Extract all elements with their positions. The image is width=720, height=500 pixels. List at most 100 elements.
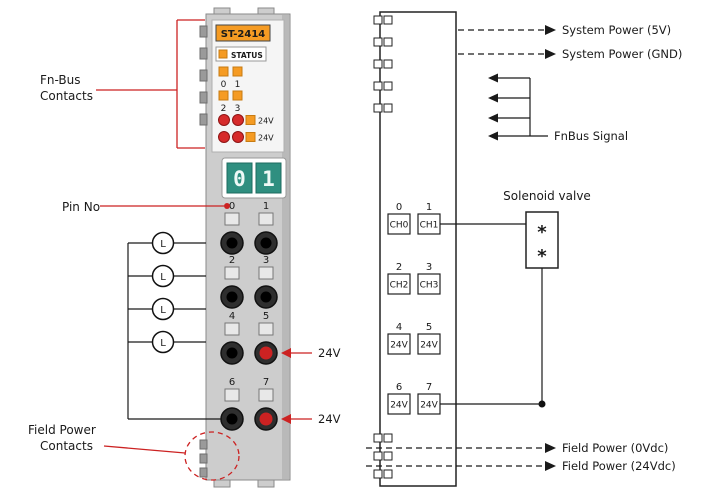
schematic-pin-box-6 — [387, 393, 411, 415]
led-number: 2 — [221, 104, 227, 114]
module-bottom-tab — [257, 479, 275, 488]
valve-mark: * — [537, 246, 547, 267]
terminal-release-slot — [258, 388, 274, 402]
module-pin-number-0: 0 — [229, 201, 235, 212]
led-block: 0 1 2 3 24V 24V — [218, 66, 274, 143]
load-label: L — [160, 239, 166, 250]
power-led-square-icon — [245, 132, 256, 142]
module-pin-number-1: 1 — [263, 201, 269, 212]
io-module: ST-2414 STATUS 0 1 2 3 24V 24V — [184, 7, 341, 488]
schematic-pin-grid: 0 1 CH0 CH1 2 3 CH2 CH3 4 5 24V 24V 6 7 … — [387, 202, 441, 415]
valve-wiring — [440, 223, 546, 408]
schematic-pin-label-1: CH1 — [420, 221, 439, 231]
terminal-release-slot — [258, 266, 274, 280]
module-pin-number-5: 5 — [263, 311, 269, 322]
terminal-hole-24v-center — [259, 412, 273, 426]
field-power-label-line2: Contacts — [40, 439, 93, 453]
fnbus-contact-pads — [199, 25, 208, 126]
field-power-24vdc-label: Field Power (24Vdc) — [562, 459, 676, 473]
terminal-release-slot — [224, 266, 240, 280]
module-pin-number-3: 3 — [263, 255, 269, 266]
power-led-icon — [232, 131, 244, 143]
status-label: STATUS — [231, 51, 263, 60]
solenoid-valve: Solenoid valve * * — [503, 189, 591, 269]
led-24v-label: 24V — [258, 117, 274, 126]
terminal-hole-center — [226, 413, 238, 425]
status-indicator: STATUS — [215, 46, 267, 62]
module-body-shade — [282, 15, 289, 479]
system-power-gnd-label: System Power (GND) — [562, 47, 682, 61]
terminal-hole-24v-center — [259, 346, 273, 360]
power-led-square-icon — [245, 115, 256, 125]
system-power-gnd-line: System Power (GND) — [458, 47, 682, 61]
channel-led-icon — [232, 66, 243, 77]
schematic-pin-box-5 — [417, 333, 441, 355]
schematic-fnbus-teeth — [373, 15, 393, 113]
module-24v-arrow-label: 24V — [318, 346, 341, 360]
led-24v-label: 24V — [258, 134, 274, 143]
terminal-hole-center — [226, 291, 238, 303]
load-symbol — [151, 231, 175, 255]
schematic-pin-label-6: 24V — [390, 401, 408, 411]
arrow-left-icon — [488, 93, 498, 103]
schematic-pin-label-7: 24V — [420, 401, 438, 411]
terminal-hole-center — [260, 237, 272, 249]
led-number: 0 — [221, 80, 227, 90]
field-power-annotation: Field Power Contacts — [28, 423, 186, 454]
module-pin-number-6: 6 — [229, 377, 235, 388]
schematic-pin-box-0 — [387, 213, 411, 235]
field-power-0vdc-label: Field Power (0Vdc) — [562, 441, 668, 455]
display-digit: 1 — [262, 167, 275, 191]
field-power-highlight-ellipse — [184, 431, 240, 481]
load-symbol — [151, 330, 175, 354]
load-label: L — [160, 272, 166, 283]
schematic-pin-label-2: CH2 — [390, 281, 409, 291]
load-label: L — [160, 305, 166, 316]
led-number: 3 — [235, 104, 241, 114]
schematic-pin-label-3: CH3 — [420, 281, 439, 291]
field-power-24vdc-line: Field Power (24Vdc) — [366, 459, 676, 473]
module-pin-number-4: 4 — [229, 311, 235, 322]
module-24v-arrows: 24V 24V — [281, 346, 341, 426]
arrow-left-icon — [281, 414, 291, 424]
arrow-left-icon — [488, 131, 498, 141]
fnbus-contacts-label-line2: Contacts — [40, 89, 93, 103]
schematic: System Power (5V) System Power (GND) FnB… — [366, 11, 682, 487]
arrow-right-icon — [545, 443, 556, 453]
schematic-pin-label-4: 24V — [390, 341, 408, 351]
load-symbol — [151, 264, 175, 288]
schematic-pin-number-7: 7 — [426, 382, 432, 393]
terminal-hole-center — [226, 237, 238, 249]
arrow-left-icon — [488, 73, 498, 83]
display-digit: 0 — [233, 167, 246, 191]
channel-led-icon — [232, 90, 243, 101]
schematic-pin-box-2 — [387, 273, 411, 295]
schematic-pin-number-0: 0 — [396, 202, 402, 213]
terminal-block: 0 1 2 3 4 5 6 — [220, 201, 278, 431]
schematic-outline — [379, 11, 457, 487]
module-24v-arrow-label: 24V — [318, 412, 341, 426]
schematic-pin-box-3 — [417, 273, 441, 295]
channel-led-icon — [218, 66, 229, 77]
module-pin-number-2: 2 — [229, 255, 235, 266]
load-wiring: L L L L — [127, 231, 221, 420]
module-model-label: ST-2414 — [221, 29, 266, 40]
field-power-label-line1: Field Power — [28, 423, 96, 437]
arrow-right-icon — [545, 49, 556, 59]
arrow-left-icon — [281, 348, 291, 358]
fnbus-signal-lines: FnBus Signal — [488, 73, 628, 143]
module-pin-number-7: 7 — [263, 377, 269, 388]
segment-display: 0 1 — [221, 157, 287, 199]
module-bottom-tab — [213, 479, 231, 488]
arrow-right-icon — [545, 461, 556, 471]
fnbus-contacts-label-line1: Fn-Bus — [40, 73, 81, 87]
system-power-5v-label: System Power (5V) — [562, 23, 671, 37]
arrow-left-icon — [488, 113, 498, 123]
terminal-release-slot — [224, 388, 240, 402]
field-power-0vdc-line: Field Power (0Vdc) — [366, 441, 668, 455]
valve-mark: * — [537, 222, 547, 243]
fnbus-contacts-annotation: Fn-Bus Contacts — [40, 19, 205, 149]
power-led-icon — [218, 131, 230, 143]
module-title-badge: ST-2414 — [215, 24, 271, 42]
